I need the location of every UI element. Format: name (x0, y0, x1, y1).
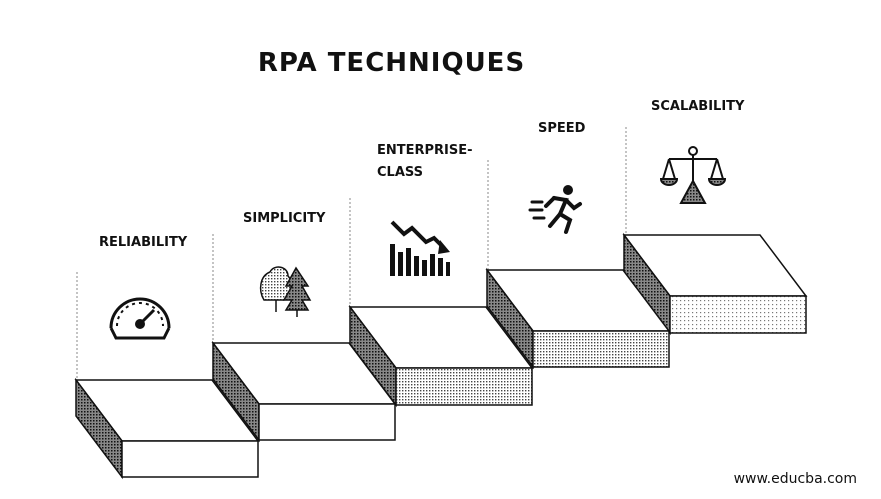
speedometer-icon (109, 297, 171, 340)
balance-scale-icon (659, 146, 727, 204)
watermark-url: www.educba.com (733, 471, 857, 487)
step-2-block (211, 340, 397, 443)
step-label-enterprise-class: ENTERPRISE- CLASS (377, 143, 473, 180)
diagram-title: RPA TECHNIQUES (257, 48, 526, 78)
step-label-simplicity: SIMPLICITY (243, 211, 326, 226)
step-label-reliability: RELIABILITY (99, 235, 188, 250)
step-5-block (622, 232, 808, 336)
step-3-block (348, 304, 534, 408)
step-label-speed: SPEED (538, 121, 586, 136)
guide-lines (76, 127, 627, 380)
trees-icon (259, 266, 312, 317)
step-4-block (485, 267, 671, 370)
step-label-scalability: SCALABILITY (651, 99, 745, 114)
step-1-block (74, 377, 260, 480)
declining-bar-chart-icon (390, 220, 450, 276)
running-person-icon (528, 185, 582, 234)
